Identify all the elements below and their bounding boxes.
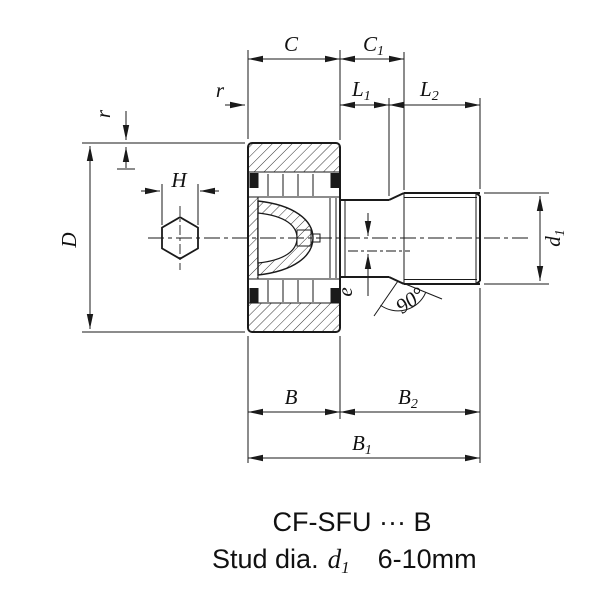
- dim-label-b1: B1: [352, 431, 372, 458]
- bottom-dimensions: B B2 B1: [247, 288, 481, 463]
- left-dimensions: D r H: [57, 109, 245, 333]
- dim-label-l2: L2: [419, 77, 439, 104]
- dim-label-d-outer: D: [57, 232, 81, 248]
- chamfer-angle-annotation: 90°: [373, 280, 443, 319]
- roller-outline: [247, 142, 341, 333]
- seal-bottom-left: [249, 288, 259, 303]
- centerlines: [148, 237, 528, 252]
- seal-bottom-right: [330, 288, 340, 303]
- eccentricity-annotation: e: [333, 213, 372, 297]
- dim-label-c1: C1: [363, 32, 384, 59]
- outer-ring-hatch-bottom: [249, 303, 339, 331]
- dim-label-h: H: [170, 168, 188, 192]
- dim-label-l1: L1: [351, 77, 371, 104]
- dim-label-b: B: [285, 385, 298, 409]
- dim-label-d1: d1: [541, 229, 568, 247]
- angle-arc: [380, 292, 427, 312]
- outer-ring-hatch-top: [249, 144, 339, 172]
- seal-plates: [249, 173, 340, 303]
- seal-top-left: [249, 173, 259, 188]
- dim-label-r-left: r: [91, 109, 115, 118]
- needle-rollers: [267, 174, 314, 302]
- dim-label-r-top: r: [216, 78, 225, 102]
- dim-label-angle: 90°: [391, 282, 429, 319]
- taper-top: [388, 192, 405, 201]
- dim-label-e: e: [333, 287, 357, 296]
- dim-label-b2: B2: [398, 385, 418, 412]
- top-dimensions: C C1 r L1 L2: [216, 32, 481, 196]
- dim-label-c: C: [284, 32, 299, 56]
- caption-model: CF-SFU ··· B: [273, 507, 432, 537]
- seal-top-right: [330, 173, 340, 188]
- right-dimensions: d1: [484, 192, 568, 285]
- stud-section: [340, 192, 481, 285]
- roller-section: [247, 142, 341, 333]
